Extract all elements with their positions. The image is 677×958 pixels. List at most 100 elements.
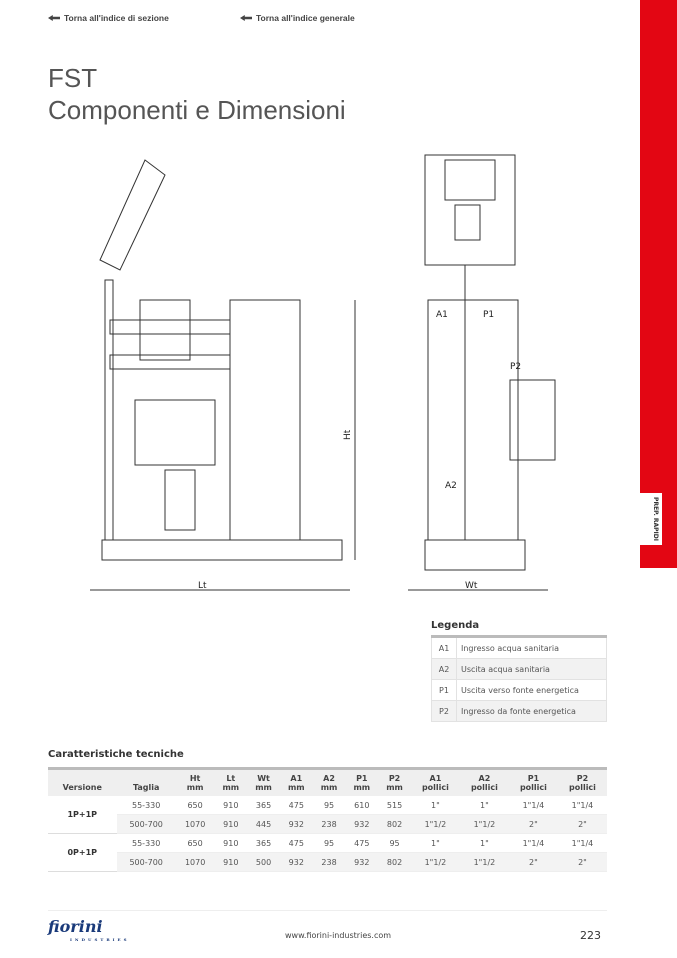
table-cell: 802 bbox=[378, 852, 411, 872]
header-unit: pollici bbox=[568, 783, 596, 792]
legend-code: A1 bbox=[431, 636, 457, 659]
table-cell: 365 bbox=[247, 833, 280, 853]
table-cell: 365 bbox=[247, 796, 280, 815]
legend-description: Ingresso acqua sanitaria bbox=[456, 636, 607, 659]
table-cell: 650 bbox=[175, 796, 215, 815]
header-label: A1 bbox=[290, 774, 303, 783]
header-unit: mm bbox=[186, 783, 204, 792]
table-cell: 1" bbox=[459, 796, 509, 815]
header-label: P1 bbox=[356, 774, 368, 783]
link-label: Torna all'indice di sezione bbox=[64, 13, 169, 23]
table-cell: 95 bbox=[378, 833, 411, 853]
version-cell: 0P+1P bbox=[48, 833, 117, 872]
label-p1: P1 bbox=[483, 310, 494, 320]
table-cell: 500 bbox=[247, 852, 280, 872]
table-cell: 238 bbox=[312, 814, 346, 834]
header-label: Versione bbox=[62, 783, 102, 792]
table-cell: 238 bbox=[312, 852, 346, 872]
label-p2: P2 bbox=[510, 362, 521, 372]
legend-code: A2 bbox=[431, 658, 457, 680]
dimension-wt: Wt bbox=[465, 581, 478, 591]
table-cell: 610 bbox=[345, 796, 379, 815]
table-cell: 1070 bbox=[175, 852, 215, 872]
table-cell: 1070 bbox=[175, 814, 215, 834]
table-cell: 1" bbox=[459, 833, 509, 853]
header-label: Wt bbox=[257, 774, 270, 783]
table-cell: 515 bbox=[378, 796, 411, 815]
website-link[interactable]: www.fiorini-industries.com bbox=[285, 931, 392, 940]
label-a2: A2 bbox=[445, 481, 457, 491]
header-label: P2 bbox=[388, 774, 401, 783]
dimension-lt: Lt bbox=[198, 581, 207, 591]
back-to-section-link[interactable]: Torna all'indice di sezione bbox=[48, 13, 169, 23]
column-header: Versione bbox=[48, 768, 117, 796]
table-cell: 500-700 bbox=[116, 852, 176, 872]
table-cell: 475 bbox=[279, 833, 313, 853]
link-label: Torna all'indice generale bbox=[256, 13, 355, 23]
table-cell: 932 bbox=[279, 814, 313, 834]
table-cell: 475 bbox=[345, 833, 379, 853]
page-number: 223 bbox=[580, 929, 601, 942]
table-cell: 1"1/4 bbox=[557, 796, 607, 815]
legend-title: Legenda bbox=[431, 620, 480, 631]
table-cell: 1"1/2 bbox=[410, 852, 460, 872]
header-unit: mm bbox=[222, 783, 240, 792]
logo-subtext: INDUSTRIES bbox=[70, 937, 130, 942]
table-cell: 1"1/2 bbox=[459, 852, 509, 872]
header-label: A1 bbox=[429, 774, 442, 783]
header-unit: pollici bbox=[519, 783, 547, 792]
logo-text: fiorini bbox=[48, 917, 103, 936]
side-tab[interactable]: PREP. RAPIDI bbox=[640, 493, 662, 545]
footer-divider bbox=[48, 910, 607, 911]
table-cell: 475 bbox=[279, 796, 313, 815]
back-to-general-link[interactable]: Torna all'indice generale bbox=[240, 13, 355, 23]
version-cell: 1P+1P bbox=[48, 796, 117, 834]
specs-title: Caratteristiche tecniche bbox=[48, 749, 184, 760]
front-view bbox=[408, 154, 556, 591]
table-cell: 2" bbox=[557, 814, 607, 834]
header-label: P1 bbox=[527, 774, 540, 783]
legend-description: Uscita verso fonte energetica bbox=[456, 679, 607, 701]
header-label: A2 bbox=[323, 774, 335, 783]
arrow-left-icon bbox=[48, 15, 60, 21]
header-unit: mm bbox=[386, 783, 403, 792]
table-cell: 802 bbox=[378, 814, 411, 834]
table-cell: 95 bbox=[312, 796, 346, 815]
header-unit: mm bbox=[255, 783, 272, 792]
header-label: Taglia bbox=[132, 783, 160, 792]
table-cell: 932 bbox=[345, 814, 379, 834]
table-cell: 910 bbox=[214, 796, 248, 815]
technical-drawing: Lt Wt Ht A1 P1 P2 A2 bbox=[90, 154, 556, 591]
header-label: Ht bbox=[189, 774, 201, 783]
table-cell: 2" bbox=[557, 852, 607, 872]
table-cell: 932 bbox=[279, 852, 313, 872]
legend-description: Ingresso da fonte energetica bbox=[456, 700, 607, 722]
header-label: Lt bbox=[226, 774, 236, 783]
table-cell: 2" bbox=[508, 814, 558, 834]
table-cell: 1" bbox=[410, 833, 460, 853]
table-cell: 650 bbox=[175, 833, 215, 853]
table-cell: 1"1/4 bbox=[557, 833, 607, 853]
header-label: A2 bbox=[478, 774, 491, 783]
side-tab-label: PREP. RAPIDI bbox=[652, 497, 659, 541]
column-header: Taglia bbox=[116, 768, 176, 796]
table-cell: 55-330 bbox=[116, 796, 176, 815]
table-cell: 55-330 bbox=[116, 833, 176, 853]
table-cell: 1"1/4 bbox=[508, 833, 558, 853]
table-cell: 2" bbox=[508, 852, 558, 872]
